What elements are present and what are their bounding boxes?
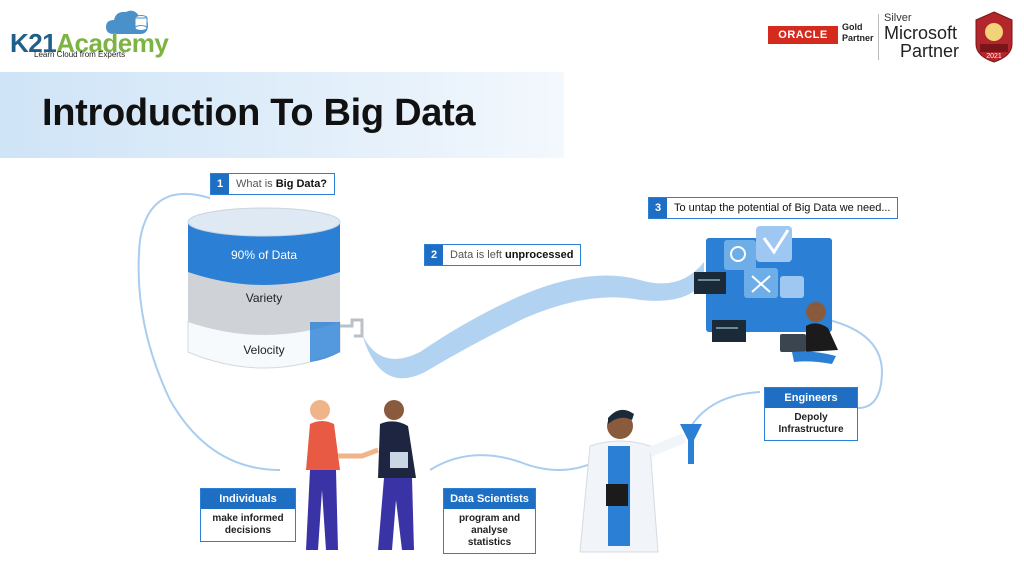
microsoft-name: Microsoft	[884, 23, 958, 43]
page-title: Introduction To Big Data	[42, 92, 476, 134]
engineering-dashboard	[694, 226, 832, 342]
step-3-number: 3	[649, 198, 667, 218]
partner-divider	[878, 14, 879, 60]
certified-partner-badge-icon: 2021	[975, 11, 1013, 63]
database-layer-3: Velocity	[243, 343, 284, 357]
step-3-tag: 3 To untap the potential of Big Data we …	[648, 197, 899, 219]
step-3-text: To untap the potential of Big Data we ne…	[674, 202, 891, 214]
step-1-number: 1	[211, 174, 229, 194]
engineer-figure	[780, 302, 838, 364]
brand-name: K21Academy	[10, 28, 169, 58]
oracle-logo: ORACLE	[768, 26, 838, 44]
k21academy-logo[interactable]: K21Academy Learn Cloud from Experts	[8, 6, 169, 60]
microsoft-tier: Silver	[884, 12, 912, 24]
brand-tagline: Learn Cloud from Experts	[34, 50, 126, 59]
individuals-title: Individuals	[201, 489, 295, 509]
title-band: Introduction To Big Data	[0, 72, 564, 158]
database-layer-1: 90% of Data	[231, 248, 297, 262]
data-scientists-title: Data Scientists	[444, 489, 535, 509]
badge-year: 2021	[986, 53, 1002, 60]
database-layer-2: Variety	[246, 291, 282, 305]
database-cylinder	[187, 207, 364, 369]
flow-line-engineers	[819, 317, 884, 409]
microsoft-role: Partner	[900, 41, 960, 61]
data-scientist-figure	[579, 409, 702, 553]
step-2-number: 2	[425, 245, 443, 265]
engineers-title: Engineers	[765, 388, 857, 408]
flow-line-middle	[429, 454, 596, 471]
flow-line-left	[137, 192, 281, 471]
cloud-database-icon	[106, 10, 148, 34]
flow-line-right	[689, 391, 761, 429]
individuals-figures	[306, 400, 416, 550]
data-stream	[362, 262, 704, 379]
